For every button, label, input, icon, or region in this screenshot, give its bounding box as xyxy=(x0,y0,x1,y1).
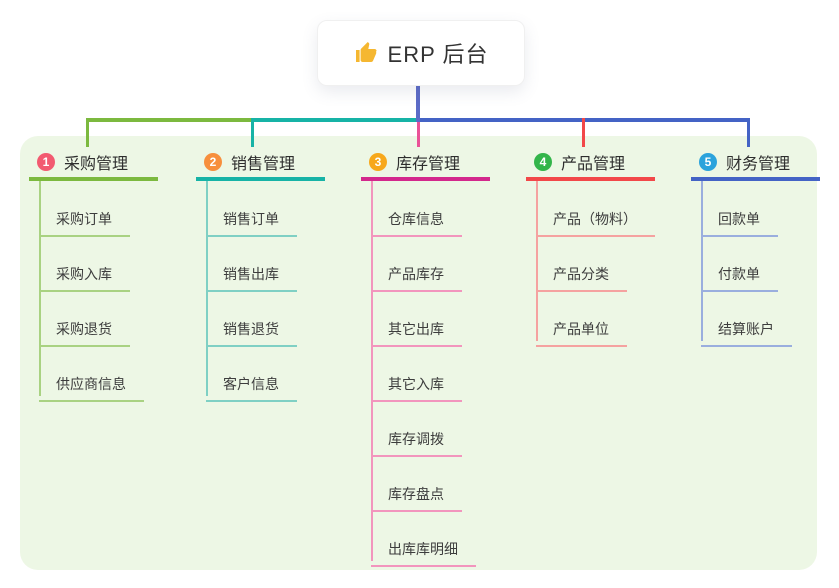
mindmap-node[interactable]: 采购退货 xyxy=(39,306,130,347)
connector-root-line xyxy=(416,84,420,122)
connector-drop-1 xyxy=(86,118,89,147)
branch-number-badge: 4 xyxy=(534,152,552,171)
connector-drop-3 xyxy=(417,122,420,147)
branch-title[interactable]: 4 产品管理 xyxy=(526,146,655,181)
branch-number-badge: 5 xyxy=(699,152,717,171)
mindmap-node[interactable]: 产品库存 xyxy=(371,251,462,292)
mindmap-node[interactable]: 销售出库 xyxy=(206,251,297,292)
mindmap-node[interactable]: 采购订单 xyxy=(39,196,130,237)
mindmap-node[interactable]: 回款单 xyxy=(701,196,778,237)
branch-number-badge: 3 xyxy=(369,152,387,171)
background-panel xyxy=(20,136,817,570)
branch-trunk-line xyxy=(536,181,538,341)
mindmap-node[interactable]: 其它出库 xyxy=(371,306,462,347)
branch-label: 销售管理 xyxy=(231,155,296,173)
mindmap-node[interactable]: 产品（物料） xyxy=(536,196,655,237)
mindmap-node[interactable]: 库存调拨 xyxy=(371,416,462,457)
mindmap-node[interactable]: 出库库明细 xyxy=(371,526,476,567)
connector-drop-4 xyxy=(582,118,585,147)
branch-title[interactable]: 2 销售管理 xyxy=(196,146,325,181)
connector-h-blue xyxy=(420,118,750,122)
root-node[interactable]: ERP 后台 xyxy=(317,20,525,86)
branch-label: 采购管理 xyxy=(64,155,129,173)
connector-h-teal xyxy=(252,118,416,122)
mindmap-node[interactable]: 销售退货 xyxy=(206,306,297,347)
branch-number-badge: 1 xyxy=(37,152,55,171)
mindmap-node[interactable]: 供应商信息 xyxy=(39,361,144,402)
mindmap-node[interactable]: 客户信息 xyxy=(206,361,297,402)
branch-trunk-line xyxy=(371,181,373,561)
branch-title[interactable]: 1 采购管理 xyxy=(29,146,158,181)
mindmap-node[interactable]: 销售订单 xyxy=(206,196,297,237)
connector-drop-5 xyxy=(747,118,750,147)
connector-h-green xyxy=(86,118,252,122)
mindmap-node[interactable]: 付款单 xyxy=(701,251,778,292)
mindmap-node[interactable]: 其它入库 xyxy=(371,361,462,402)
branch-label: 库存管理 xyxy=(396,155,461,173)
branch-title[interactable]: 3 库存管理 xyxy=(361,146,490,181)
branch-number-badge: 2 xyxy=(204,152,222,171)
mindmap-node[interactable]: 产品分类 xyxy=(536,251,627,292)
thumbs-up-icon xyxy=(354,41,378,65)
mindmap-node[interactable]: 产品单位 xyxy=(536,306,627,347)
root-title: ERP 后台 xyxy=(387,42,489,67)
mindmap-node[interactable]: 采购入库 xyxy=(39,251,130,292)
branch-label: 财务管理 xyxy=(726,155,791,173)
mindmap-node[interactable]: 结算账户 xyxy=(701,306,792,347)
branch-trunk-line xyxy=(701,181,703,341)
branch-trunk-line xyxy=(39,181,41,396)
mindmap-node[interactable]: 库存盘点 xyxy=(371,471,462,512)
branch-title[interactable]: 5 财务管理 xyxy=(691,146,820,181)
branch-label: 产品管理 xyxy=(561,155,626,173)
branch-trunk-line xyxy=(206,181,208,396)
connector-drop-2 xyxy=(251,118,254,147)
mindmap-node[interactable]: 仓库信息 xyxy=(371,196,462,237)
